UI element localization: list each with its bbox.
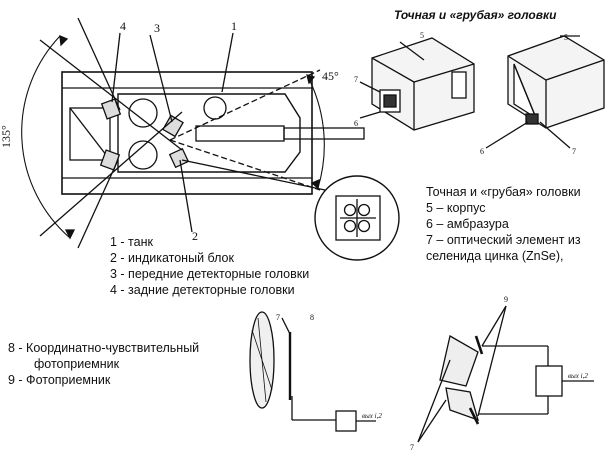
sensor-legend-item: 8 - Координатно-чувствительный — [8, 341, 200, 355]
heads-legend-item: 6 – амбразура — [426, 217, 509, 231]
output-label-1: вых і,2 — [362, 412, 382, 420]
output-label-2: вых і,2 — [568, 372, 588, 380]
head-label-6a: 6 — [354, 119, 358, 128]
heads-legend: Точная и «грубая» головки 5 – корпус 6 –… — [426, 184, 581, 264]
head-label-5a: 5 — [420, 31, 424, 40]
heads-legend-item: селенида цинка (ZnSe), — [426, 249, 564, 263]
head-label-7b: 7 — [572, 147, 576, 156]
heads-legend-title: Точная и «грубая» головки — [426, 185, 581, 199]
coarse-head-drawing — [485, 35, 605, 149]
tank-drawing — [21, 17, 400, 261]
sensor-legend-item: фотоприемник — [34, 357, 120, 371]
angle-135-label: 135° — [0, 125, 13, 148]
tank-label-2: 2 — [192, 229, 198, 243]
head-label-6b: 6 — [480, 147, 484, 156]
head-label-5b: 5 — [564, 33, 568, 42]
heads-legend-item: 5 – корпус — [426, 201, 486, 215]
tank-legend-item: 2 - индикатоный блок — [110, 251, 234, 265]
optics-label-7b: 7 — [410, 443, 414, 452]
optics-label-9: 9 — [504, 295, 508, 304]
heads-legend-item: 7 – оптический элемент из — [426, 233, 581, 247]
sensor-legend: 8 - Координатно-чувствительный фотоприем… — [8, 340, 199, 388]
lens-sensor-drawing — [249, 311, 376, 432]
prism-detector-drawing — [417, 305, 594, 443]
angle-45-label: 45° — [322, 69, 339, 83]
tank-label-4: 4 — [120, 19, 126, 33]
tank-label-1: 1 — [231, 19, 237, 33]
tank-legend-item: 1 - танк — [110, 235, 153, 249]
head-label-7a: 7 — [354, 75, 358, 84]
tank-legend: 1 - танк 2 - индикатоный блок 3 - передн… — [110, 234, 309, 298]
tank-label-3: 3 — [154, 21, 160, 35]
page-title: Точная и «грубая» головки — [394, 8, 557, 22]
tank-legend-item: 4 - задние детекторные головки — [110, 283, 295, 297]
sensor-legend-item: 9 - Фотоприемник — [8, 373, 111, 387]
optics-label-7: 7 — [276, 313, 280, 322]
fine-head-drawing — [359, 37, 475, 131]
optics-label-8: 8 — [310, 313, 314, 322]
tank-legend-item: 3 - передние детекторные головки — [110, 267, 310, 281]
